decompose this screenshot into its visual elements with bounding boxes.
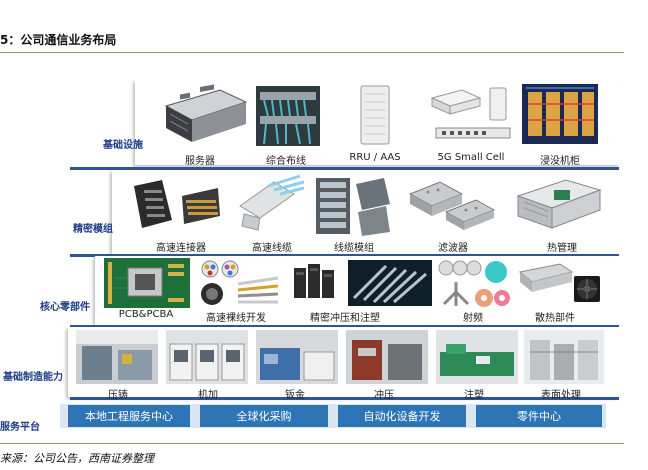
machining-image [166, 330, 248, 384]
item-label-high-speed-connector: 高速连接器 [156, 243, 206, 254]
item-label-sheet-metal: 钣金 [285, 390, 305, 401]
item-label-high-speed-cable: 高速线缆 [252, 243, 292, 254]
item-label-filter: 滤波器 [438, 243, 468, 254]
row-band-core-components [70, 325, 619, 328]
item-label-bare-wire-development: 高速裸线开发 [206, 313, 266, 324]
item-label-machining: 机加 [198, 390, 218, 401]
item-label-cable-module: 线缆模组 [334, 243, 374, 254]
figure-title: 5：公司通信业务布局 [0, 33, 117, 47]
cabling-image [256, 86, 320, 146]
item-label-immersion-cabinet: 浸没机柜 [540, 156, 580, 167]
platform-item-parts-center: 零件中心 [476, 405, 602, 427]
item-label-heat-dissipation: 散热部件 [535, 313, 575, 324]
row-band-infrastructure [70, 167, 619, 170]
row-label-infrastructure: 基础设施 [103, 140, 143, 151]
row-band-manufacturing [70, 397, 619, 400]
platform-item-automation-equipment: 自动化设备开发 [338, 405, 466, 427]
item-label-rru-aas: RRU / AAS [349, 152, 401, 163]
rru-aas-image [360, 85, 390, 145]
item-label-surface-treatment: 表面处理 [541, 390, 581, 401]
platform-item-local-engineering: 本地工程服务中心 [68, 405, 190, 427]
item-label-small-cell: 5G Small Cell [437, 152, 505, 163]
row-label-core-components: 核心零部件 [40, 302, 90, 313]
footer-divider [0, 443, 624, 444]
row-label-service-platform: 服务平台 [0, 422, 40, 433]
bare-wire-image [201, 260, 279, 305]
source-note: 来源：公司公告，西南证券整理 [0, 452, 154, 465]
pcb-image [104, 258, 190, 308]
item-label-stamping: 冲压 [374, 390, 394, 401]
surface-treatment-image [524, 330, 604, 384]
item-label-cabling: 综合布线 [266, 156, 306, 167]
item-label-injection-molding: 注塑 [464, 390, 484, 401]
item-label-stamping-molding: 精密冲压和注塑 [310, 313, 380, 324]
item-label-server: 服务器 [185, 156, 215, 167]
item-label-pcb-pcba: PCB&PCBA [118, 309, 174, 320]
small-cell-image [430, 87, 511, 139]
item-label-rf: 射频 [463, 313, 483, 324]
item-label-die-casting: 压铸 [108, 390, 128, 401]
filter-image [408, 181, 496, 230]
row-label-precision-module: 精密模组 [73, 224, 113, 235]
injection-molding-image [436, 330, 518, 384]
heat-dissipation-image [518, 263, 600, 302]
die-casting-image [76, 330, 158, 384]
high-speed-connector-image [134, 180, 220, 228]
cable-module-image [316, 178, 390, 236]
row-band-precision-module [70, 254, 619, 257]
sheet-metal-image [256, 330, 338, 384]
high-speed-cable-image [239, 174, 305, 231]
thermal-management-image [516, 179, 602, 229]
server-image [164, 84, 248, 142]
title-divider [0, 52, 624, 53]
item-label-thermal-management: 热管理 [547, 243, 577, 254]
rf-image [438, 260, 510, 307]
stamping-image [346, 330, 428, 384]
stamping-molding-image [294, 260, 432, 306]
row-label-manufacturing: 基础制造能力 [3, 372, 63, 383]
immersion-cabinet-image [522, 84, 598, 144]
platform-item-global-procurement: 全球化采购 [200, 405, 328, 427]
